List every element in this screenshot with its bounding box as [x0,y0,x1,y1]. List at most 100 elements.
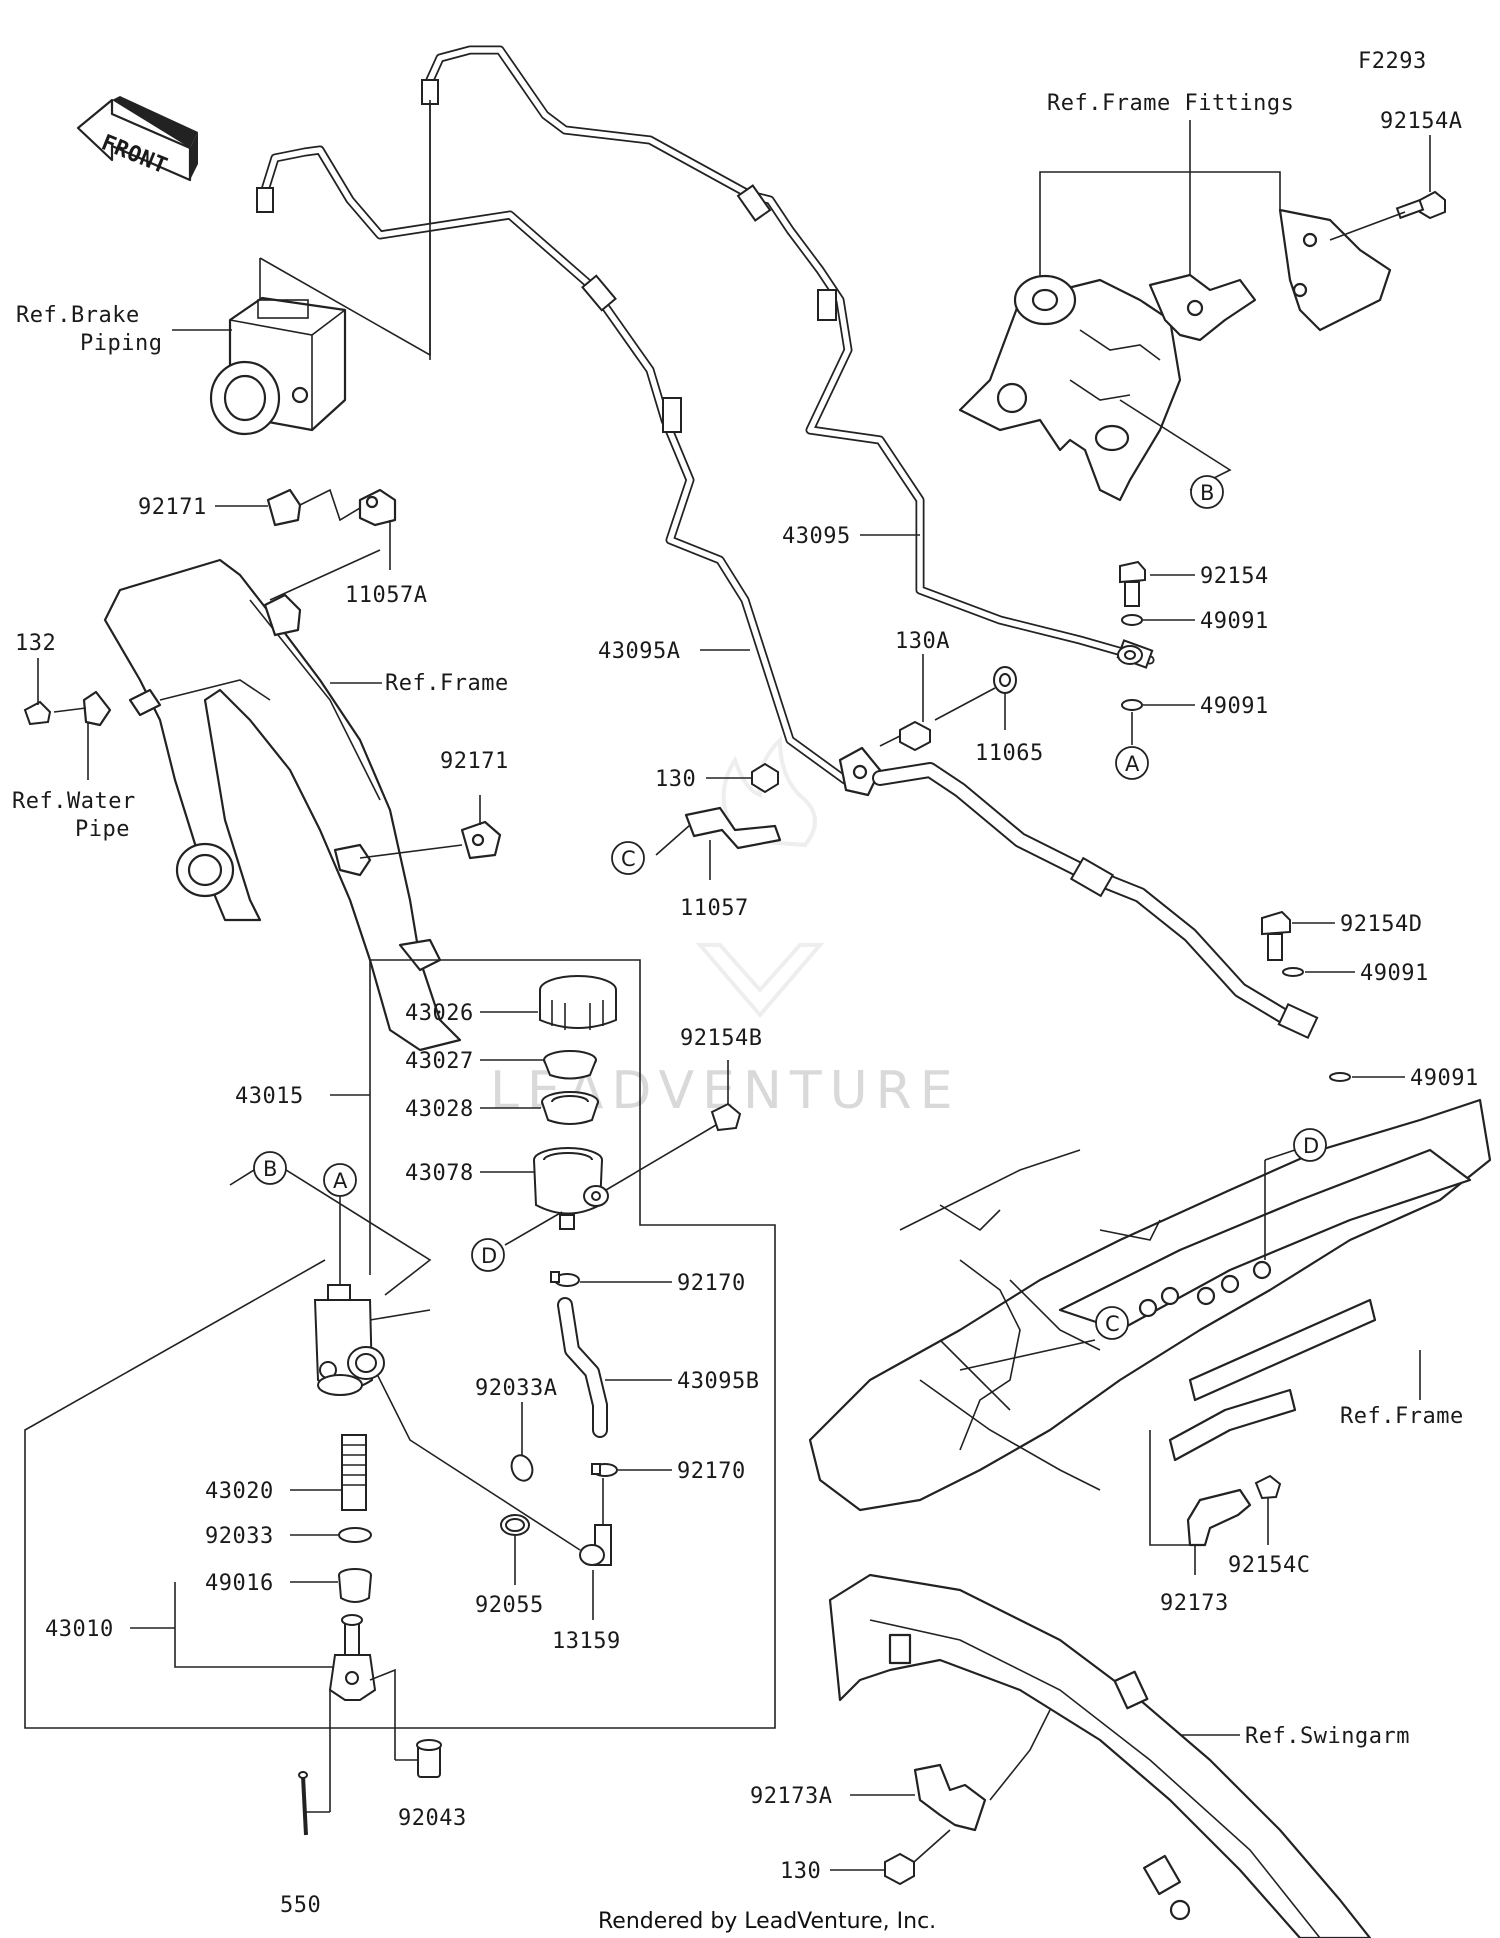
callout-a1-label: A [1125,752,1140,776]
callout-c2 [1095,1306,1129,1340]
bolt-130-bottom-icon [884,1852,915,1886]
clip-92170-2-icon [591,1463,618,1477]
bracket-11057-icon [684,806,782,850]
part-130-top: 130 [655,767,696,792]
cotter-pin-550-icon [298,1771,308,1836]
part-92154A: 92154A [1380,109,1462,134]
clamp-11057A-icon [358,488,397,527]
front-arrow-icon [76,96,198,182]
bracket-92173A-icon [913,1763,987,1832]
pin-92043-icon [416,1739,442,1778]
clip-92170-1-icon [550,1271,580,1287]
callout-b1 [1190,475,1224,509]
assembly-b-outline [229,1159,432,1296]
part-92154D: 92154D [1340,912,1422,937]
bolt-130-top-icon [751,762,779,794]
bracket-92173-icon [1186,1488,1252,1547]
frame-fitting-plate [1148,273,1257,342]
part-49091-1: 49091 [1200,609,1269,634]
callout-c1-label: C [621,847,636,871]
part-49091-2: 49091 [1200,694,1269,719]
leader-d1 [504,1211,563,1246]
part-92154: 92154 [1200,564,1269,589]
callout-d1-label: D [481,1244,497,1268]
frame-fittings-bracket-line [1039,171,1281,280]
ref-frame-fittings: Ref.Frame Fittings [1047,91,1294,116]
bolt-132-icon [23,700,52,726]
brake-pipe-43095 [421,45,1155,669]
washer-49091-2-icon [1121,699,1143,711]
part-43095A: 43095A [598,639,680,664]
callout-b2 [253,1151,287,1185]
piston-43020-icon [341,1434,367,1511]
part-92043: 92043 [398,1806,467,1831]
part-92154B: 92154B [680,1026,762,1051]
part-92033: 92033 [205,1524,274,1549]
brake-hose-rear [872,762,1319,1040]
part-550: 550 [280,1893,321,1918]
bolt-92154C-icon [1254,1474,1282,1500]
water-pipe-clamp-icon [82,690,112,727]
junction-block [838,746,882,797]
leader-92171-mid-axis [359,844,463,859]
bolt-92154D-icon [1261,910,1291,961]
leader-92154A-axis [1329,211,1406,241]
bracket-43010 [174,1582,340,1668]
frame-rear-section [808,1098,1492,1512]
part-43020: 43020 [205,1479,274,1504]
part-11065: 11065 [975,741,1044,766]
part-92171-top: 92171 [138,495,207,520]
part-130A: 130A [895,629,950,654]
clamp-92171-top-icon [266,488,302,527]
callout-c2-label: C [1105,1312,1120,1336]
part-11057: 11057 [680,896,749,921]
ref-water-pipe-line2: Pipe [75,817,130,842]
leader-92173A-link [989,1709,1051,1801]
part-43027: 43027 [405,1049,474,1074]
grommet-11065-icon [993,666,1017,694]
part-92055: 92055 [475,1593,544,1618]
part-92033A: 92033A [475,1376,557,1401]
part-43015: 43015 [235,1084,304,1109]
leader-d2-link [1264,1149,1296,1161]
part-11057A: 11057A [345,583,427,608]
leader-c2 [959,1339,1096,1371]
reservoir-cap-43026-icon [539,975,617,1030]
plate-43027-icon [543,1050,597,1080]
brake-pipe-43095A [256,145,850,785]
callout-d1 [471,1238,505,1272]
part-43028: 43028 [405,1097,474,1122]
clamp-92171-mid-icon [460,820,502,860]
reservoir-43078-icon [533,1147,609,1230]
leader-c1 [655,824,691,856]
callout-a1 [1115,746,1149,780]
callout-b1-label: B [1200,481,1214,505]
washer-49091-4-icon [1329,1072,1351,1082]
leader-92154B-axis [605,1124,717,1191]
bolt-92154-icon [1119,560,1146,607]
diaphragm-43028-icon [541,1091,599,1125]
master-cylinder-43010-body [313,1284,385,1396]
part-130-bottom: 130 [780,1859,821,1884]
leader-ref-frame [269,549,381,601]
boot-49016-icon [338,1568,372,1603]
part-92171-mid: 92171 [440,749,509,774]
oring-92055-icon [500,1514,530,1536]
frame-left-section [103,558,462,1052]
heel-guard-plate [1278,208,1392,332]
callout-d2-label: D [1303,1134,1319,1158]
bolt-92154B-icon [710,1102,742,1132]
abs-hydraulic-unit [209,296,347,436]
part-92173A: 92173A [750,1784,832,1809]
leader-132-axis [53,707,87,713]
ref-water-pipe-line1: Ref.Water [12,789,136,814]
ref-brake-piping-line1: Ref.Brake [16,303,140,328]
callout-d2 [1293,1128,1327,1162]
clamp-92171-link-line [299,488,366,522]
bolt-92154A-icon [1395,190,1446,220]
part-43026: 43026 [405,1001,474,1026]
leader-130-bottom-axis [913,1829,951,1863]
ref-brake-piping-line2: Piping [80,331,162,356]
ring-92033A-icon [510,1454,534,1482]
